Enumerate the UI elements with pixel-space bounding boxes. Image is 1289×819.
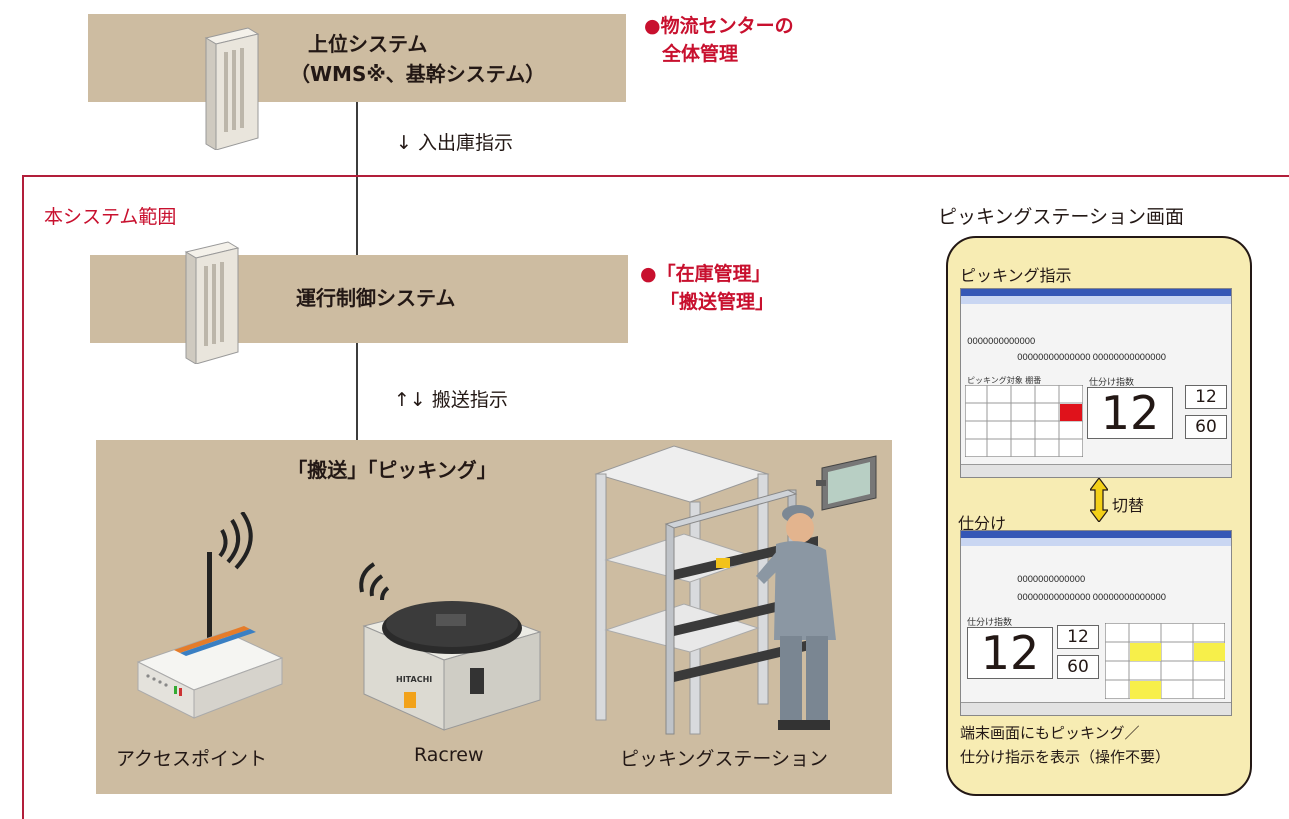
control-system-box	[90, 255, 628, 343]
switch-label: 切替	[1112, 496, 1145, 515]
racrew-robot-icon: HITACHI	[359, 562, 542, 731]
picking-screen: 0000000000000 00000000000000 00000000000…	[960, 288, 1232, 478]
small-number-a: 12	[1057, 625, 1099, 649]
racrew-label: Racrew	[414, 744, 484, 766]
transport-picking-title: 「搬送」「ピッキング」	[287, 458, 497, 482]
host-system-box	[88, 14, 626, 102]
sorting-screen: 0000000000000 00000000000000 00000000000…	[960, 530, 1232, 716]
small-number-b: 60	[1057, 655, 1099, 679]
scope-border-left	[22, 175, 24, 819]
host-system-title-line2: （WMS※、基幹システム）	[290, 62, 546, 86]
control-system-note-line1: ●「在庫管理」	[640, 263, 771, 285]
sort-count-label: 仕分け指数	[1089, 378, 1135, 388]
sorting-shelf-grid	[1105, 623, 1225, 699]
arrow-label-transport-instruction: ↑↓ 搬送指示	[394, 389, 508, 411]
screen-code-long: 00000000000000 00000000000000	[1017, 353, 1166, 363]
picking-target-header: ピッキング対象 棚番	[967, 376, 1042, 385]
big-number-display: 12	[967, 627, 1053, 679]
control-system-title: 運行制御システム	[296, 286, 456, 310]
server-tower-icon	[184, 241, 240, 364]
access-point-icon	[136, 512, 284, 719]
sorting-label: 仕分け	[958, 514, 1007, 533]
control-system-note-line2: 「搬送管理」	[660, 291, 775, 313]
picking-station-label: ピッキングステーション	[620, 748, 829, 770]
screen-caption-line2: 仕分け指示を表示（操作不要）	[960, 748, 1171, 766]
arrow-label-warehouse-instruction: ↓ 入出庫指示	[396, 132, 513, 154]
scope-border-top	[22, 175, 1289, 177]
screen-code-short: 0000000000000	[967, 337, 1035, 347]
switch-arrow-icon	[1090, 478, 1108, 522]
access-point-label: アクセスポイント	[116, 748, 268, 770]
racrew-brand-text: HITACHI	[396, 675, 432, 684]
picking-instruction-label: ピッキング指示	[960, 266, 1072, 285]
screen-code-long: 00000000000000 00000000000000	[1017, 593, 1166, 603]
big-number-display: 12	[1087, 387, 1173, 439]
screen-code-short: 0000000000000	[1017, 575, 1085, 585]
host-system-title-line1: 上位システム	[308, 32, 428, 56]
screen-caption-line1: 端末画面にもピッキング／	[960, 724, 1140, 742]
picking-station-icon	[594, 445, 877, 735]
host-system-note-line2: 全体管理	[662, 43, 739, 65]
scope-label: 本システム範囲	[44, 206, 177, 228]
host-system-note-line1: ●物流センターの	[644, 15, 794, 37]
picking-shelf-grid	[965, 385, 1083, 457]
server-tower-icon	[204, 27, 260, 150]
sort-count-label: 仕分け指数	[967, 618, 1013, 628]
small-number-a: 12	[1185, 385, 1227, 409]
small-number-b: 60	[1185, 415, 1227, 439]
screen-panel-heading: ピッキングステーション画面	[938, 206, 1185, 228]
